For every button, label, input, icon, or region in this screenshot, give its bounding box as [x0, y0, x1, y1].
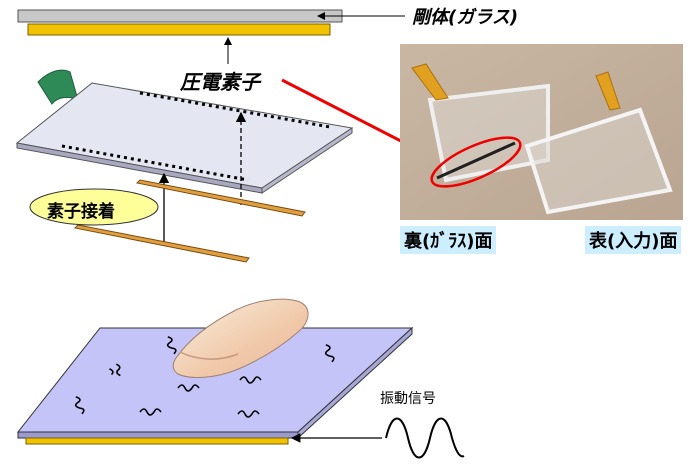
squiggle-5	[239, 376, 262, 384]
red-highlight-ellipse	[430, 136, 522, 188]
squiggle-8	[237, 410, 260, 418]
sine-wave	[385, 417, 465, 459]
vibration-squiggles	[74, 336, 335, 418]
glass-assembly	[17, 9, 343, 36]
bottom-panel-edge	[17, 431, 299, 439]
front-side-label: 表(入力)面	[585, 226, 682, 254]
panel-photo	[400, 44, 683, 220]
squiggle-3	[324, 344, 335, 363]
squiggle-1	[109, 363, 121, 377]
vibration-signal-label: 振動信号	[380, 391, 436, 407]
finger-shadow	[179, 351, 239, 360]
piezo-strip-top	[27, 23, 331, 36]
back-side-label: 裏(ｶﾞﾗｽ)面	[400, 226, 497, 254]
photo-flex-back	[411, 63, 449, 101]
bonding-strip-back	[135, 179, 306, 217]
touch-panel-top-face	[15, 82, 354, 189]
glass-plate	[17, 9, 343, 23]
squiggle-6	[74, 396, 85, 415]
finger	[172, 298, 309, 378]
touch-panel-side	[261, 127, 353, 194]
squiggle-7	[139, 408, 162, 416]
photo-panel-front	[524, 107, 673, 215]
piezo-element-label: 圧電素子	[180, 70, 260, 94]
squiggle-2	[166, 336, 177, 355]
photo-piezo-bar	[436, 141, 516, 180]
piezo-strip-bottom	[25, 437, 289, 445]
element-bonding-label: 素子接着	[47, 202, 115, 222]
glass-label: 剛体(ガラス)	[412, 7, 519, 28]
squiggle-4	[177, 384, 200, 392]
bonding-strip-front	[73, 224, 250, 263]
photo-flex-front	[595, 71, 621, 111]
bonding-label-ellipse	[29, 188, 159, 226]
